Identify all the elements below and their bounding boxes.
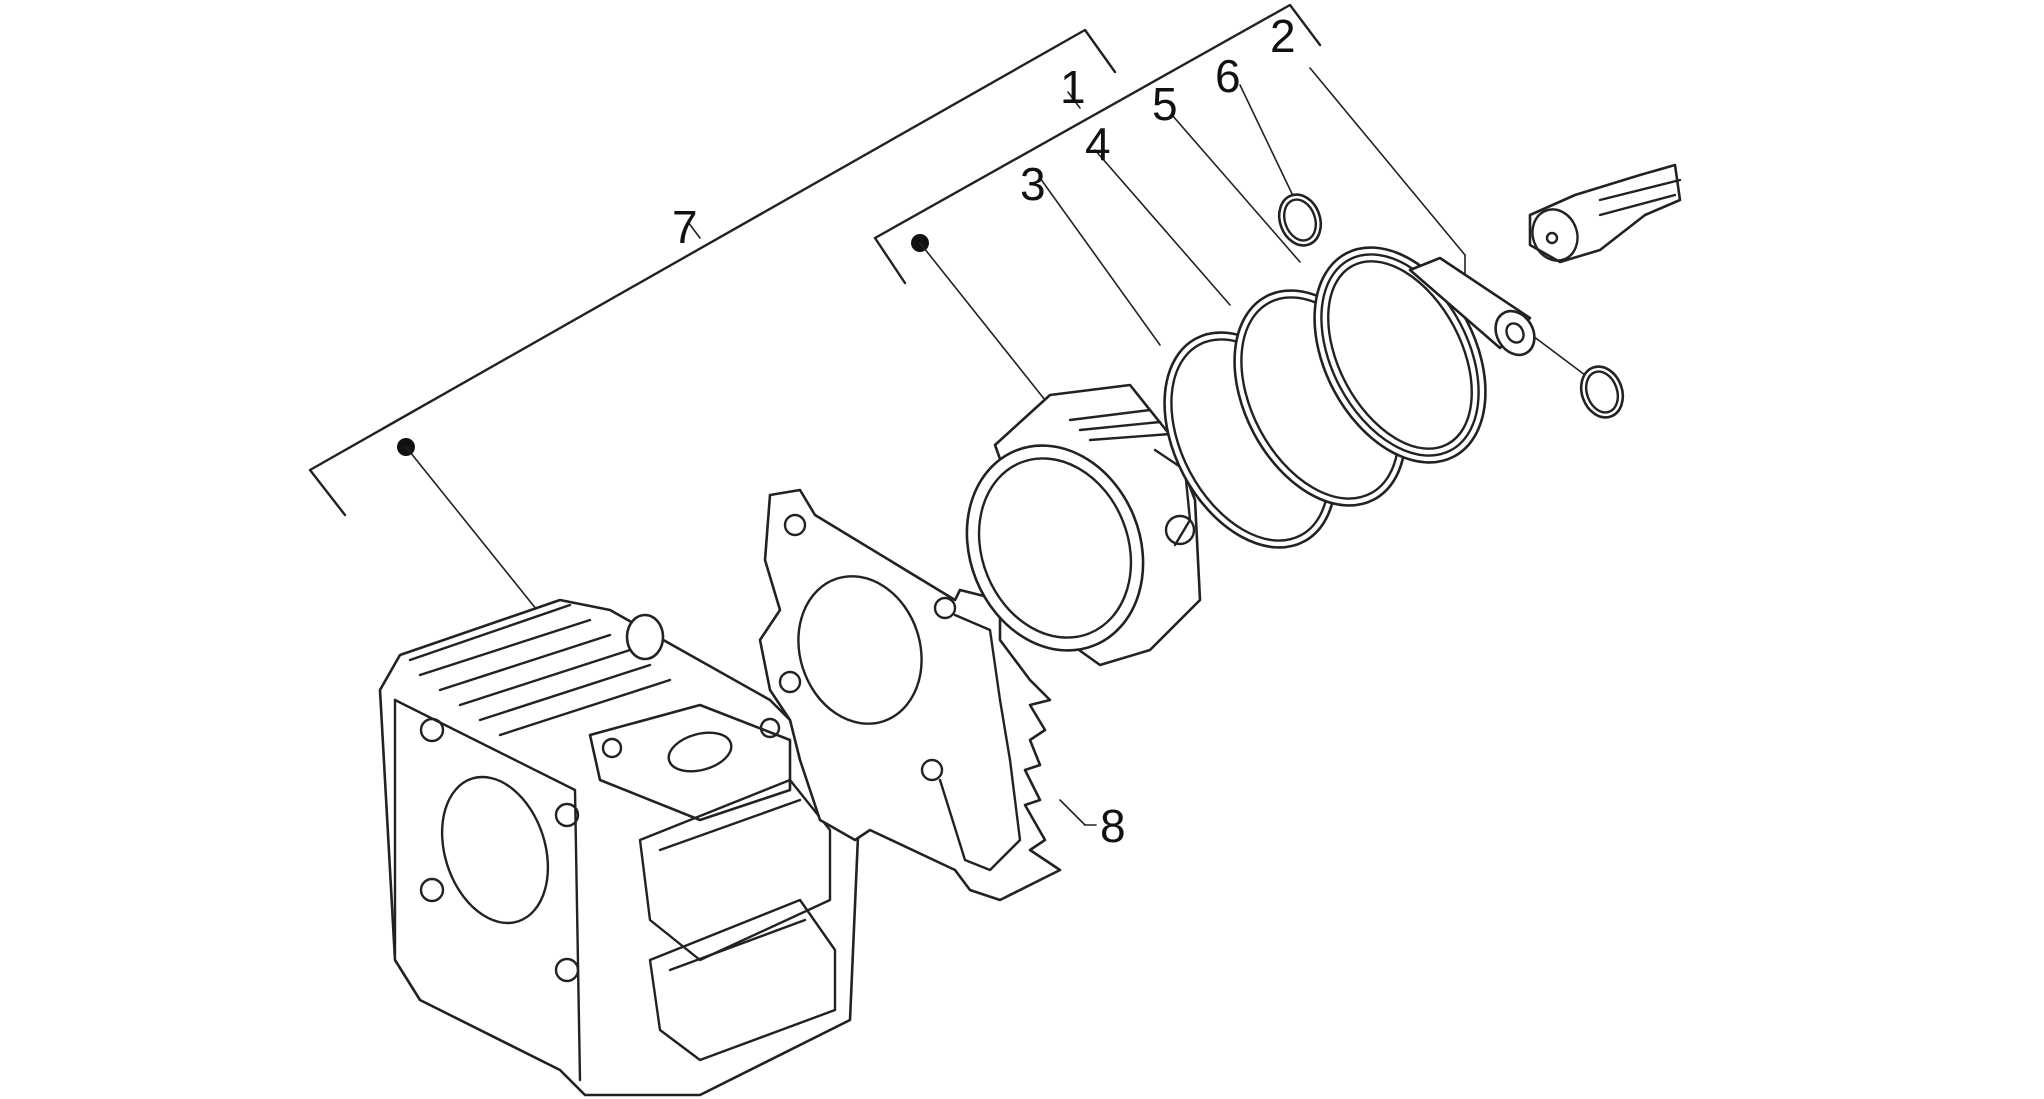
piston-pin-part bbox=[1408, 256, 1536, 357]
callout-3: 3 bbox=[1020, 158, 1046, 210]
cylinder-part bbox=[378, 598, 862, 1097]
callout-4: 4 bbox=[1085, 118, 1111, 170]
callout-8: 8 bbox=[1100, 800, 1126, 852]
callout-6: 6 bbox=[1215, 50, 1241, 102]
circlip-6-upper bbox=[1277, 193, 1323, 247]
callout-2: 2 bbox=[1270, 10, 1296, 62]
piston-part bbox=[965, 383, 1202, 667]
leader-lines bbox=[405, 67, 1586, 826]
bracket-group-7 bbox=[308, 28, 1117, 517]
circlip-6-lower bbox=[1579, 365, 1625, 419]
callout-5: 5 bbox=[1152, 78, 1178, 130]
connecting-rod-part bbox=[1528, 163, 1682, 264]
callout-7: 7 bbox=[672, 201, 698, 253]
bracket-group-1 bbox=[873, 3, 1322, 285]
callout-1: 1 bbox=[1060, 61, 1086, 113]
